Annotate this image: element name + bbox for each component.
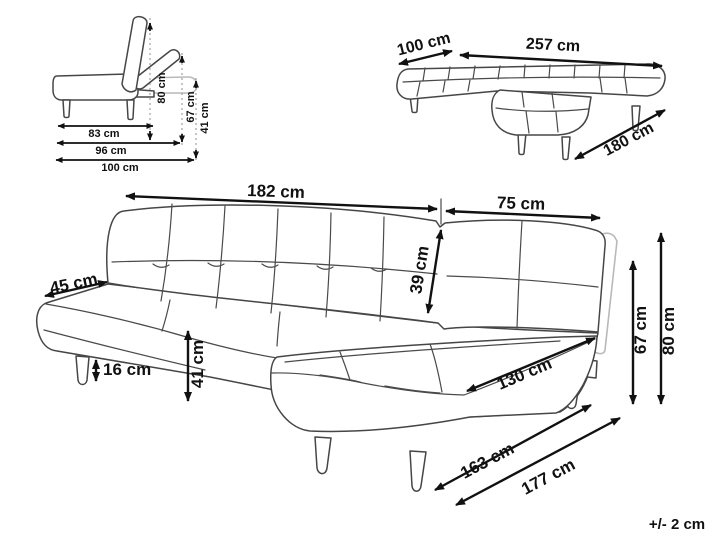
sofa-view-diagram: 182 cm 75 cm 45 cm 39 cm 16 cm 41 cm 130…	[35, 181, 678, 507]
dim-side-height-seat: 41 cm	[199, 102, 211, 133]
sofa-arrow-130	[466, 336, 596, 393]
tolerance-note: +/- 2 cm	[649, 516, 705, 533]
dim-sofa-leg-height: 16 cm	[103, 360, 151, 379]
dim-side-height-total: 80 cm	[156, 72, 168, 103]
sofa-arrow-75	[445, 207, 601, 222]
bed-left-leg	[409, 95, 419, 114]
dim-sofa-seat-height: 41 cm	[188, 340, 207, 388]
dim-sofa-total-height: 80 cm	[659, 307, 678, 355]
bed-chaise-leg-right	[561, 136, 571, 161]
dim-side-depth-seat: 83 cm	[88, 128, 119, 140]
side-view-diagram: 83 cm 96 cm 100 cm 80 cm 67 cm 41 cm	[52, 15, 211, 174]
side-rear-leg	[126, 99, 135, 121]
sofa-arrow-39	[425, 229, 444, 314]
sofa-arrow-177	[455, 416, 621, 507]
sofa-arrow-182	[125, 192, 438, 213]
dim-sofa-width-main: 182 cm	[247, 181, 305, 202]
bed-main-slab	[396, 63, 666, 100]
chaise-leg-left	[314, 436, 332, 475]
sofa-backrest-seams	[111, 203, 599, 329]
dim-side-height-flat: 67 cm	[185, 91, 197, 122]
dim-bed-chaise-length: 180 cm	[601, 119, 657, 159]
bed-chaise-leg-left	[517, 132, 527, 156]
bed-chaise	[491, 89, 592, 136]
dim-side-depth-mid: 96 cm	[95, 145, 126, 157]
bed-arrow-100	[398, 49, 453, 66]
dim-bed-width: 100 cm	[395, 30, 452, 60]
sofa-front-left-leg	[75, 355, 90, 386]
bed-chaise-seams	[495, 91, 589, 134]
side-front-leg	[62, 99, 71, 119]
sofa-seat-seams	[43, 299, 281, 371]
bed-arrow-257	[459, 51, 663, 70]
sofa-arrow-45	[44, 280, 108, 298]
dim-bed-length: 257 cm	[525, 36, 580, 56]
bed-view-diagram: 100 cm 257 cm 180 cm	[395, 30, 666, 161]
dim-side-depth-total: 100 cm	[101, 162, 139, 174]
chaise-leg-right	[409, 450, 427, 492]
bed-slab-seams	[402, 64, 661, 97]
dim-sofa-depth-total: 177 cm	[518, 455, 578, 499]
dim-sofa-back-height: 67 cm	[631, 306, 650, 354]
dim-sofa-width-chaise: 75 cm	[497, 193, 546, 214]
bed-arrow-180	[574, 108, 666, 161]
